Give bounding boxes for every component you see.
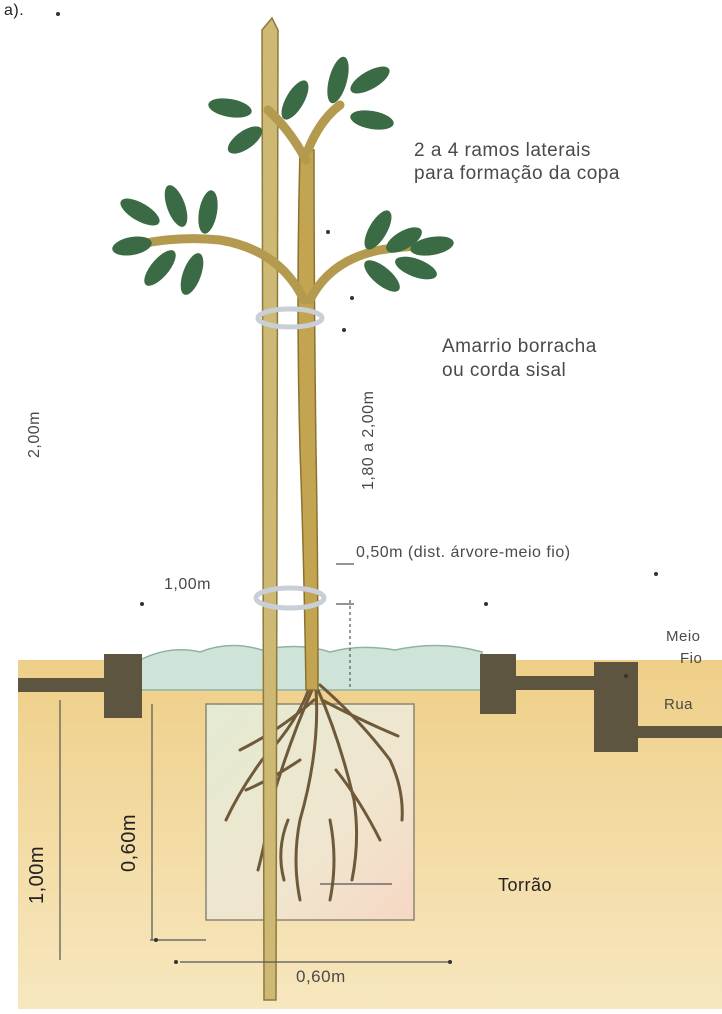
leaves	[111, 54, 455, 297]
plant-height-label: 1,80 a 2,00m	[358, 391, 380, 490]
left-sidewalk	[18, 678, 108, 692]
right-sidewalk	[516, 676, 598, 690]
street-label: Rua	[664, 694, 693, 716]
root-ball	[206, 704, 414, 920]
corner-label: a).	[4, 0, 24, 22]
tie-label-line1: Amarrio borracha	[442, 336, 597, 358]
total-depth-label: 1,00m	[26, 846, 48, 904]
tie-label-line2: ou corda sisal	[442, 360, 566, 382]
stake-height-label: 2,00m	[24, 411, 46, 458]
branches-label-line1: 2 a 4 ramos laterais	[414, 140, 591, 162]
branches-label-line2: para formação da copa	[414, 163, 620, 185]
curb-label-line2: Fio	[680, 648, 702, 670]
root-ball-label: Torrão	[498, 874, 552, 896]
hole-width-label: 0,60m	[296, 966, 346, 988]
street-surface	[638, 726, 722, 738]
street-curb	[594, 662, 638, 752]
hole-depth-label: 0,60m	[118, 814, 140, 872]
support-stake	[262, 18, 278, 1000]
left-curb	[104, 654, 142, 718]
curb-distance-label: 0,50m (dist. árvore-meio fio)	[356, 542, 571, 564]
one-meter-label: 1,00m	[164, 574, 211, 596]
right-curb	[480, 654, 516, 714]
curb-label-line1: Meio	[666, 626, 701, 648]
